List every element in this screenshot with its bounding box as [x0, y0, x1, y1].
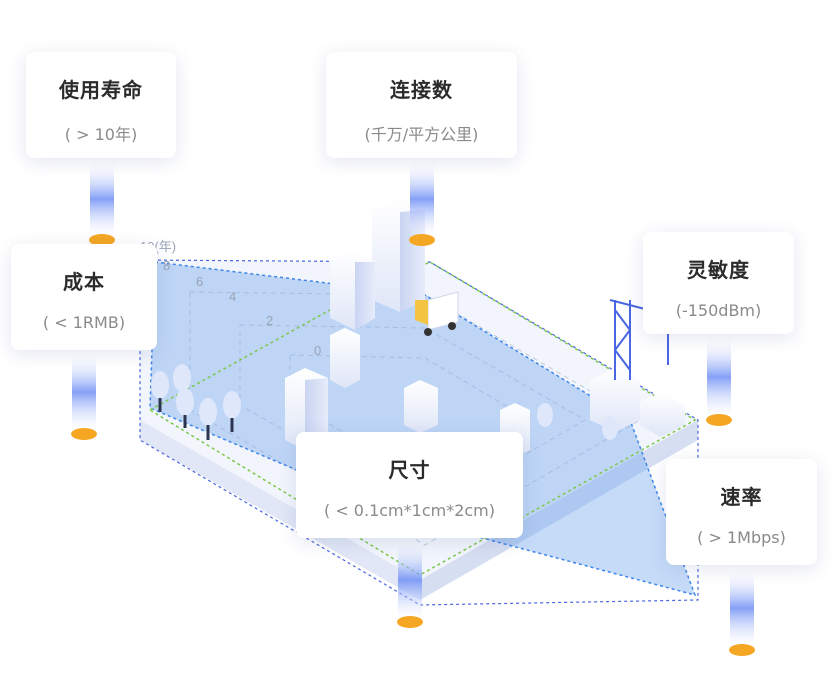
metric-title: 使用寿命 — [59, 78, 143, 102]
metric-card-size: 尺寸 ( < 0.1cm*1cm*2cm) — [296, 432, 523, 538]
tree-trunks — [158, 398, 234, 440]
truck-icon — [415, 291, 459, 336]
metric-title: 成本 — [63, 270, 105, 294]
metric-subtitle: (千万/平方公里) — [364, 125, 479, 144]
pillar-connections — [409, 160, 435, 246]
axis-tick-8: 8 — [163, 258, 170, 273]
axis-tick-6: 6 — [196, 274, 203, 289]
building-icon — [285, 198, 685, 457]
metric-card-connections: 连接数 (千万/平方公里) — [326, 52, 517, 158]
tree-icon — [151, 364, 618, 440]
metric-subtitle: ( > 10年) — [64, 125, 138, 144]
axis-tick-0: 0 — [314, 343, 321, 358]
pillar-size — [397, 540, 423, 628]
metric-card-cost: 成本 ( < 1RMB) — [11, 244, 157, 350]
metric-card-lifetime: 使用寿命 ( > 10年) — [26, 52, 176, 158]
metric-subtitle: ( < 0.1cm*1cm*2cm) — [323, 501, 495, 520]
metric-subtitle: (-150dBm) — [675, 301, 762, 320]
metric-subtitle: ( < 1RMB) — [42, 313, 126, 332]
metric-title: 灵敏度 — [687, 258, 750, 282]
pillar-cost — [71, 352, 97, 440]
axis-tick-2: 2 — [266, 313, 273, 328]
pillar-lifetime — [89, 160, 115, 246]
metric-subtitle: ( > 1Mbps) — [697, 528, 786, 547]
metric-title: 连接数 — [390, 78, 453, 102]
axis-tick-4: 4 — [229, 289, 236, 304]
pillar-rate — [729, 568, 755, 656]
metric-card-rate: 速率 ( > 1Mbps) — [666, 459, 817, 565]
pillar-sensitivity — [706, 336, 732, 426]
metric-title: 尺寸 — [388, 458, 431, 482]
metric-card-sensitivity: 灵敏度 (-150dBm) — [643, 232, 794, 334]
metric-title: 速率 — [720, 485, 763, 509]
